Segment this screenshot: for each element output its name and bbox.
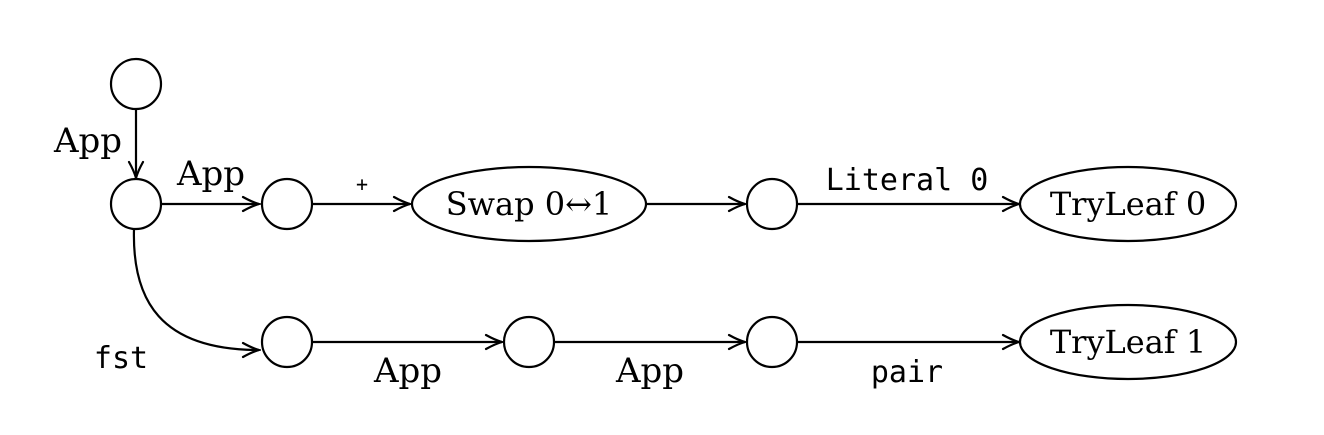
node-tryleaf0 — [1018, 165, 1238, 243]
node-tryleaf0-label: TryLeaf 0 — [1050, 185, 1206, 223]
node-n4 — [260, 315, 314, 369]
node-n5 — [502, 315, 556, 369]
edge-label-n5-to-n6: App — [615, 351, 684, 391]
edge-label-n1-to-n4: fst — [94, 341, 148, 376]
node-tryleaf1 — [1018, 303, 1238, 381]
node-swap — [410, 165, 648, 243]
node-n2 — [260, 177, 314, 231]
node-n3 — [745, 177, 799, 231]
edge-label-root-to-n1: App — [53, 121, 122, 161]
edge-label-n3-to-tryleaf0: Literal 0 — [826, 163, 989, 198]
edge-label-n2-to-swap: + — [356, 172, 368, 196]
node-root — [109, 57, 163, 111]
edge-n1-to-n4 — [132, 228, 259, 350]
edge-label-n6-to-tryleaf1: pair — [871, 355, 943, 390]
edge-label-n1-to-n2: App — [176, 154, 245, 194]
node-n1 — [109, 177, 163, 231]
node-tryleaf1-label: TryLeaf 1 — [1050, 323, 1206, 361]
node-n6 — [745, 315, 799, 369]
node-swap-label: Swap 0↔1 — [446, 185, 613, 223]
edge-label-n4-to-n5: App — [373, 351, 442, 391]
